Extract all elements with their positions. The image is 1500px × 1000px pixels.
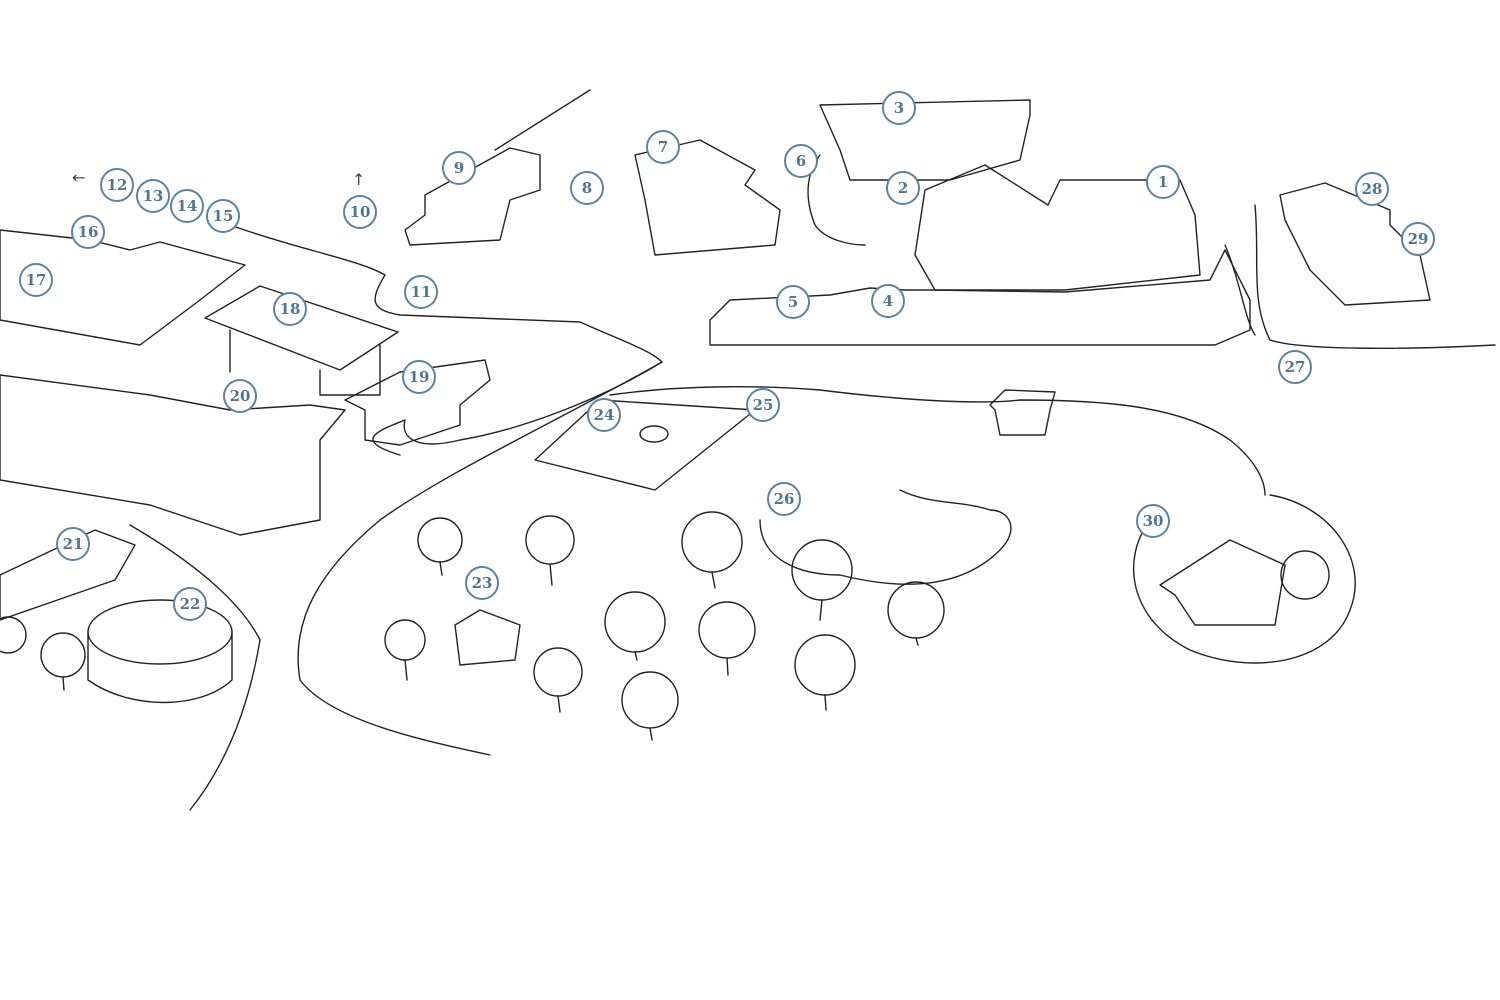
marker-27[interactable]: 27 <box>1278 350 1312 384</box>
trees <box>0 511 1330 741</box>
marker-26[interactable]: 26 <box>767 482 801 516</box>
marker-8[interactable]: 8 <box>570 171 604 205</box>
road-east <box>1254 204 1496 349</box>
marker-28[interactable]: 28 <box>1355 172 1389 206</box>
marker-13[interactable]: 13 <box>136 179 170 213</box>
marker-16[interactable]: 16 <box>71 215 105 249</box>
marker-24[interactable]: 24 <box>587 398 621 432</box>
building-3 <box>819 99 1031 181</box>
marker-14[interactable]: 14 <box>170 189 204 223</box>
cable-car-line <box>494 89 591 151</box>
building-7 <box>634 139 781 256</box>
building-18 <box>204 285 399 396</box>
marker-5[interactable]: 5 <box>776 285 810 319</box>
marker-23[interactable]: 23 <box>465 566 499 600</box>
building-30 <box>1159 539 1286 626</box>
building-19 <box>344 359 491 446</box>
area-30 <box>1132 494 1356 664</box>
marker-21[interactable]: 21 <box>56 527 90 561</box>
road-ramp <box>807 154 866 246</box>
marker-18[interactable]: 18 <box>273 292 307 326</box>
pond <box>759 489 1012 585</box>
marker-4[interactable]: 4 <box>871 284 905 318</box>
building-23 <box>454 609 521 666</box>
marker-9[interactable]: 9 <box>442 151 476 185</box>
marker-2[interactable]: 2 <box>886 171 920 205</box>
building-22-wall <box>87 631 233 704</box>
marker-11[interactable]: 11 <box>404 275 438 309</box>
marker-17[interactable]: 17 <box>19 263 53 297</box>
marker-6[interactable]: 6 <box>784 144 818 178</box>
marker-22[interactable]: 22 <box>173 587 207 621</box>
building-20 <box>0 374 346 536</box>
marker-25[interactable]: 25 <box>746 388 780 422</box>
marker-20[interactable]: 20 <box>223 379 257 413</box>
marker-10[interactable]: 10 <box>343 195 377 229</box>
marker-12[interactable]: 12 <box>100 168 134 202</box>
building-17 <box>0 229 246 346</box>
building-9 <box>404 147 541 246</box>
marker-29[interactable]: 29 <box>1401 222 1435 256</box>
road-west <box>129 524 261 811</box>
marker-15[interactable]: 15 <box>206 199 240 233</box>
marker-1[interactable]: 1 <box>1146 165 1180 199</box>
marker-7[interactable]: 7 <box>646 130 680 164</box>
building-1 <box>914 164 1201 291</box>
shed <box>989 389 1056 436</box>
marker-30[interactable]: 30 <box>1136 504 1170 538</box>
arrow-left-icon: ← <box>72 168 86 187</box>
marker-3[interactable]: 3 <box>882 91 916 125</box>
road-south <box>297 361 663 756</box>
building-4-5 <box>709 249 1251 346</box>
center-circle <box>639 425 669 443</box>
arrow-up-icon: ↑ <box>352 170 366 189</box>
marker-19[interactable]: 19 <box>402 360 436 394</box>
road-curve <box>609 386 1266 496</box>
path-27 <box>1224 244 1256 336</box>
building-22 <box>87 599 233 665</box>
